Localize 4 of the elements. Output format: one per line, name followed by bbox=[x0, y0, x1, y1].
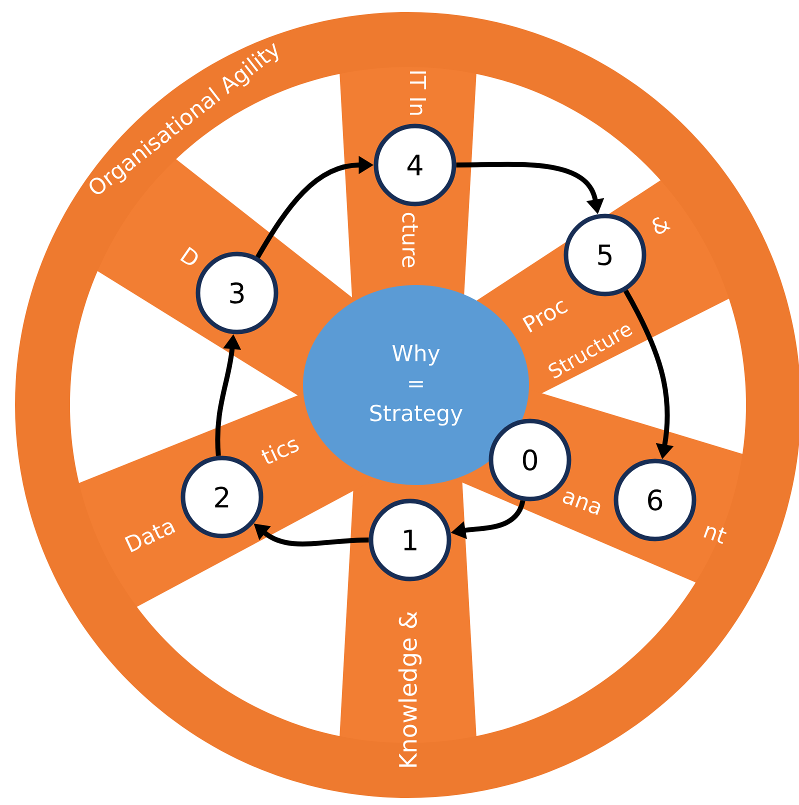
spoke-label: D bbox=[180, 246, 198, 265]
spoke-label: cture bbox=[402, 212, 418, 268]
spoke-label: nt bbox=[704, 526, 727, 544]
spoke-label: tics bbox=[261, 439, 299, 464]
